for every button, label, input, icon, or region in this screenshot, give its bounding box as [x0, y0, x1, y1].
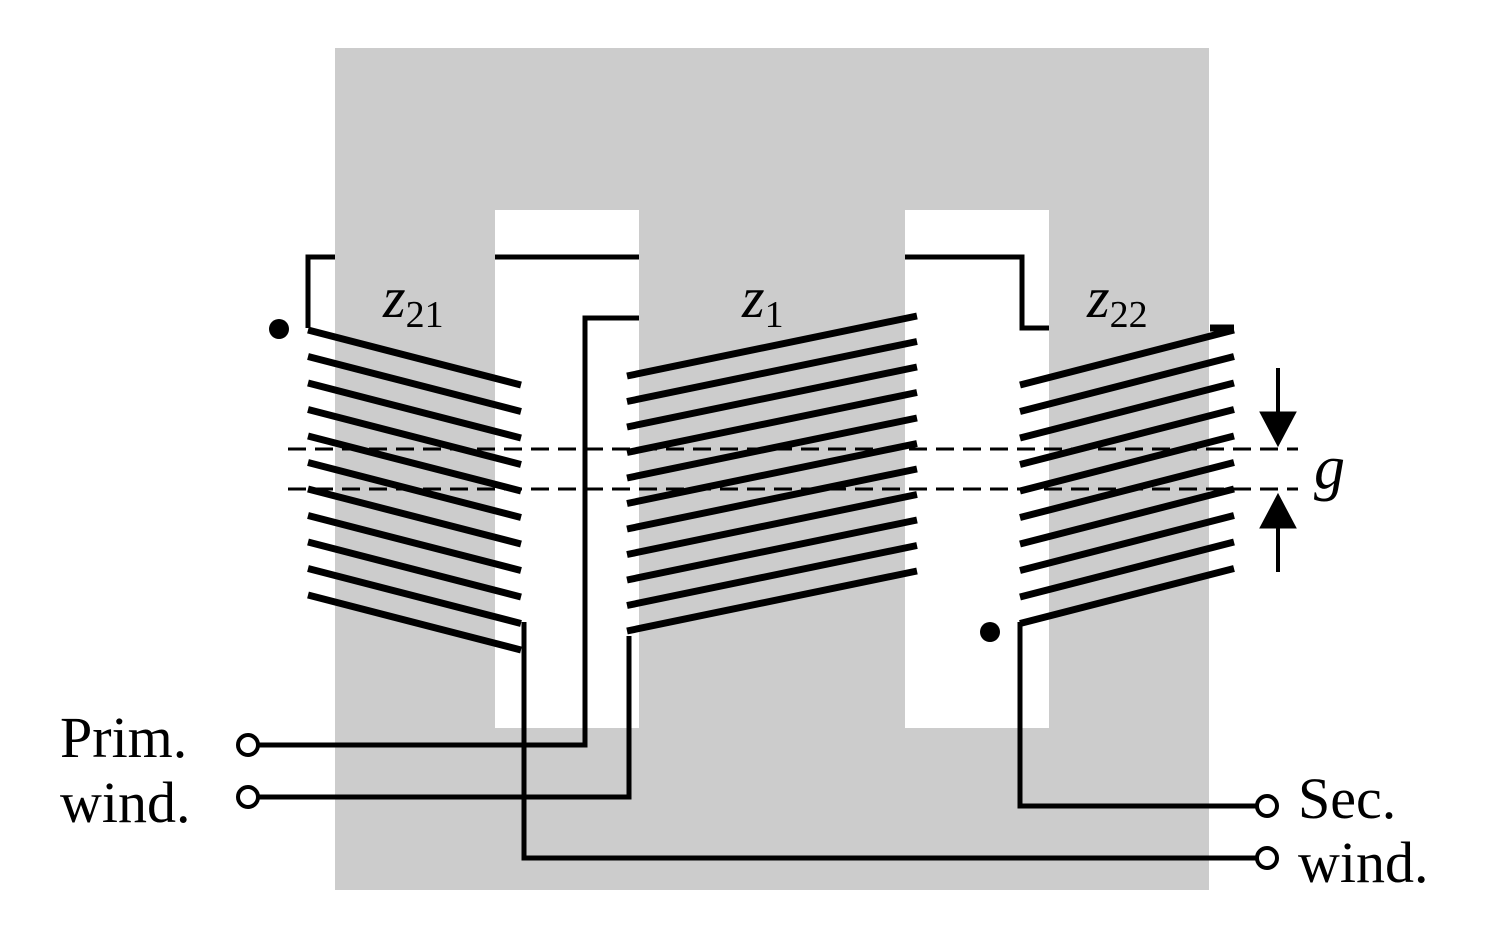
lead-z22-bottom — [1017, 622, 1256, 809]
lead-z21-top — [305, 254, 335, 328]
gap-arrows — [1259, 368, 1297, 572]
z22-turn — [1019, 538, 1235, 601]
z21-turn — [307, 485, 522, 548]
z1-turn — [626, 491, 918, 558]
winding-label-z22: z22 — [1086, 265, 1148, 336]
z22-symbol: z — [1086, 265, 1110, 330]
z21-symbol: z — [382, 265, 406, 330]
z22-turn — [1019, 459, 1235, 521]
polarity-dot-secondary — [980, 622, 1000, 642]
z21-turn — [307, 353, 522, 415]
z21-turn — [307, 406, 522, 468]
z1-turn — [626, 338, 918, 405]
transformer-core — [335, 48, 1209, 890]
winding-label-z1: z1 — [741, 265, 784, 336]
z1-turn — [626, 389, 918, 456]
z22-turn — [1019, 565, 1235, 627]
lead-link-top-right — [905, 254, 1049, 331]
secondary-terminal-2 — [1255, 846, 1279, 870]
winding-z22-turns — [1019, 326, 1235, 627]
secondary-label-line1: Sec. — [1298, 766, 1396, 831]
z22-turn — [1019, 379, 1235, 442]
core-window-left — [495, 210, 639, 728]
z1-turn — [626, 516, 918, 584]
z21-turn — [307, 565, 522, 627]
winding-leads — [258, 254, 1256, 861]
core-body — [335, 48, 1209, 890]
z1-subscript: 1 — [765, 294, 784, 336]
z22-turn — [1019, 432, 1235, 495]
z1-turn — [626, 542, 918, 609]
winding-label-z21: z21 — [382, 265, 444, 336]
lead-z21-bottom — [521, 622, 1256, 861]
z21-subscript: 21 — [406, 294, 444, 336]
z1-turn — [626, 440, 918, 507]
primary-label-line2: wind. — [60, 770, 191, 835]
polarity-dot-primary — [269, 319, 289, 339]
z21-turn — [307, 538, 522, 601]
z1-turn — [626, 567, 918, 635]
z22-subscript: 22 — [1110, 294, 1148, 336]
z22-turn — [1019, 512, 1235, 574]
z1-turn — [626, 363, 918, 431]
lead-z1-top — [258, 315, 639, 748]
z1-turn — [626, 414, 918, 482]
lead-z1-bottom — [258, 636, 632, 800]
z21-turn — [307, 379, 522, 442]
winding-z1-turns — [626, 312, 918, 635]
primary-terminal-1 — [236, 733, 260, 757]
primary-label-line1: Prim. — [60, 705, 187, 770]
core-window-right — [905, 210, 1049, 728]
z22-turn — [1019, 485, 1235, 548]
z1-turn — [626, 312, 918, 380]
primary-terminal-2 — [236, 785, 260, 809]
secondary-label-line2: wind. — [1298, 830, 1429, 895]
z21-turn — [307, 512, 522, 574]
terminals — [236, 733, 1279, 870]
z22-turn — [1019, 353, 1235, 415]
gap-arrow-up-head — [1259, 492, 1297, 529]
winding-z21-turns — [307, 326, 522, 654]
gap-label: g — [1314, 434, 1345, 502]
z22-turn — [1019, 406, 1235, 468]
z1-turn — [626, 465, 918, 533]
z21-turn — [307, 591, 522, 654]
z21-turn — [307, 326, 522, 389]
z22-turn — [1019, 326, 1235, 389]
z21-turn — [307, 459, 522, 521]
gap-arrow-down-head — [1259, 411, 1297, 448]
z21-turn — [307, 432, 522, 495]
z1-symbol: z — [741, 265, 765, 330]
secondary-terminal-1 — [1255, 794, 1279, 818]
